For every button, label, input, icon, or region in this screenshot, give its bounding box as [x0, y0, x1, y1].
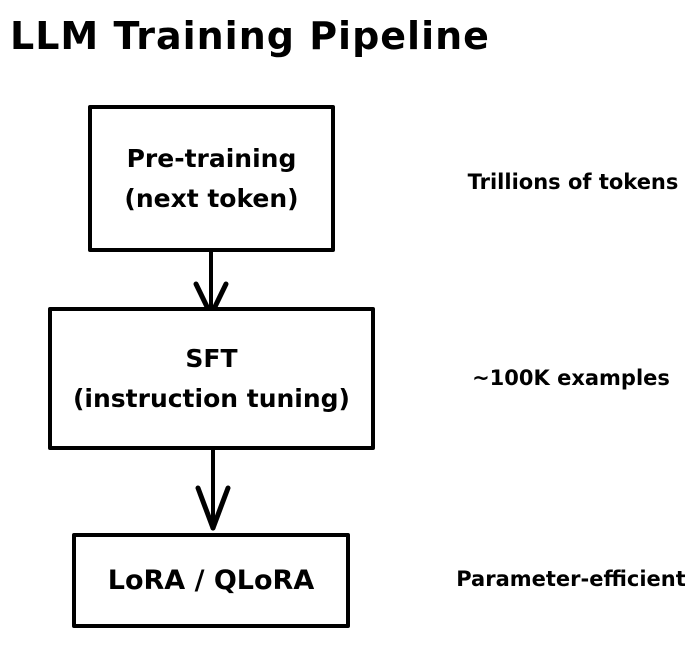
node-pretraining: Pre-training (next token) [88, 105, 335, 252]
node-pretraining-label-line1: Pre-training [126, 143, 297, 173]
node-sft: SFT (instruction tuning) [48, 307, 375, 450]
annotation-pretraining: Trillions of tokens [467, 170, 679, 194]
node-lora: LoRA / QLoRA [72, 533, 350, 628]
diagram-title: LLM Training Pipeline [10, 14, 490, 58]
node-pretraining-label-line2: (next token) [124, 183, 299, 213]
arrow-down-icon [195, 450, 231, 531]
annotation-lora: Parameter-efficient [456, 567, 685, 591]
annotation-sft: ~100K examples [472, 366, 670, 390]
node-lora-label-line1: LoRA / QLoRA [107, 564, 315, 596]
connector-sft-to-lora [192, 450, 236, 532]
node-sft-label-line1: SFT [185, 343, 238, 373]
node-sft-label-line2: (instruction tuning) [72, 383, 350, 413]
